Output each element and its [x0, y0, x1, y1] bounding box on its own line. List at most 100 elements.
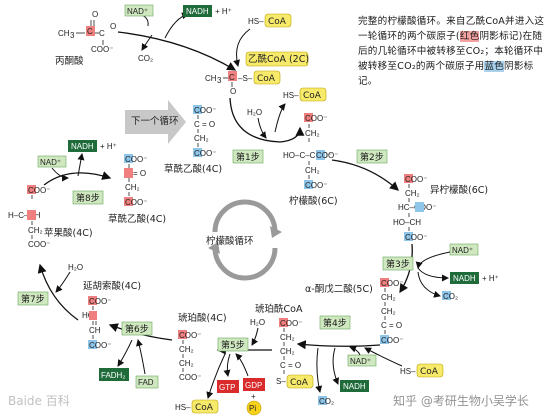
svg-text:第2步: 第2步	[360, 151, 384, 163]
svg-text:C = O: C = O	[194, 120, 215, 129]
svg-text:H₂O: H₂O	[250, 318, 265, 327]
svg-text:柠檬酸循环: 柠檬酸循环	[206, 235, 254, 247]
svg-text:HO–CH: HO–CH	[393, 218, 421, 227]
svg-text:乙酰CoA (2C): 乙酰CoA (2C)	[248, 53, 309, 65]
nad-top: NAD⁺	[124, 4, 154, 17]
svg-text:COO⁻: COO⁻	[89, 341, 111, 350]
oxaloacetate-left-structure: COO⁻ C = O CH₂ COO⁻ 草酰乙酸(4C)	[108, 154, 166, 225]
step-2-badge: 第2步	[356, 149, 388, 164]
svg-text:HO–C–COO⁻: HO–C–COO⁻	[283, 151, 332, 160]
svg-text:COO⁻: COO⁻	[89, 297, 111, 306]
svg-text:H–C–OH: H–C–OH	[8, 211, 41, 220]
red-shade-label: 红色	[459, 31, 480, 42]
svg-text:COO⁻: COO⁻	[381, 279, 403, 288]
citrate-structure: COO⁻ CH₂ HO–C–COO⁻ COO⁻ CH₂ COO⁻ 柠檬酸(6C)	[283, 113, 338, 207]
svg-text:HS–: HS–	[283, 91, 299, 100]
svg-text:琥珀酸(4C): 琥珀酸(4C)	[178, 312, 227, 324]
svg-text:H₂O: H₂O	[247, 108, 262, 117]
svg-text:+ H⁺: + H⁺	[215, 7, 232, 16]
step-3-badge: 第3步	[382, 256, 414, 271]
svg-text:CH: CH	[89, 326, 101, 335]
step-5-badge: 第5步	[217, 337, 249, 352]
svg-text:CH₂: CH₂	[405, 189, 420, 198]
svg-text:CH₂: CH₂	[381, 307, 396, 316]
svg-text:第1步: 第1步	[236, 151, 260, 163]
svg-text:–S–: –S–	[238, 74, 253, 83]
svg-text:CH: CH	[205, 74, 217, 83]
hs-coa-step1: HS– CoA	[283, 87, 327, 102]
svg-text:COO⁻: COO⁻	[305, 181, 327, 190]
svg-text:COO⁻: COO⁻	[305, 114, 327, 123]
isocitrate-structure: COO⁻ CH₂ HC–COO⁻ HO–CH COO⁻ 异柠檬酸(6C)	[393, 174, 488, 242]
succinate-structure: 琥珀酸(4C) COO⁻ CH₂ CH₂ COO⁻	[178, 312, 227, 382]
nad-step8: NAD⁺	[37, 155, 67, 168]
svg-text:琥珀酰CoA: 琥珀酰CoA	[255, 303, 303, 315]
svg-text:NADH: NADH	[186, 7, 209, 16]
svg-text:CH₂: CH₂	[280, 333, 295, 342]
svg-text:NAD⁺: NAD⁺	[452, 246, 473, 255]
co2-pyruvate: CO₂	[138, 54, 153, 63]
co2-step4: CO₂	[318, 396, 334, 406]
svg-text:+: +	[251, 392, 256, 401]
svg-text:草酰乙酸(4C): 草酰乙酸(4C)	[164, 163, 222, 175]
next-cycle-arrow: 下一个循环	[125, 100, 186, 144]
svg-text:FADH₂: FADH₂	[101, 371, 125, 380]
svg-text:+ H⁺: + H⁺	[482, 274, 499, 283]
svg-text:CH₂: CH₂	[179, 345, 194, 354]
gdp-badge: GDP + Pi	[243, 378, 265, 416]
gtp-badge: GTP	[217, 380, 239, 393]
svg-text:CH₂: CH₂	[179, 359, 194, 368]
svg-text:C: C	[99, 29, 105, 38]
blue-shade-label: 蓝色	[484, 61, 505, 72]
svg-text:O: O	[230, 87, 236, 96]
alpha-kg-label: α-酮戊二酸(5C)	[305, 283, 373, 295]
svg-text:延胡索酸(4C): 延胡索酸(4C)	[83, 280, 141, 292]
svg-text:COO⁻: COO⁻	[316, 151, 338, 160]
svg-text:第7步: 第7步	[21, 293, 45, 305]
svg-text:C: C	[229, 73, 235, 82]
description-text: 完整的柠檬酸循环。来自乙酰CoA并进入这一轮循环的两个碳原子(红色阴影标记)在随…	[358, 14, 548, 89]
svg-text:COO⁻: COO⁻	[280, 319, 302, 328]
fumarate-structure: 延胡索酸(4C) COO⁻ HC CH COO⁻	[82, 280, 141, 350]
svg-text:苹果酸(4C): 苹果酸(4C)	[44, 227, 93, 239]
nadh-top: NADH + H⁺	[183, 5, 232, 17]
svg-text:CH₂: CH₂	[305, 166, 320, 175]
svg-text:COO⁻: COO⁻	[405, 175, 427, 184]
nadh-step3: NADH + H⁺	[450, 272, 499, 284]
acetyl-coa-structure: 乙酰CoA (2C) CH 3 C –S– CoA O	[205, 51, 309, 96]
watermark-left: Baide 百科	[8, 394, 70, 408]
svg-text:HS–: HS–	[248, 17, 264, 26]
svg-text:第5步: 第5步	[221, 339, 245, 351]
svg-text:CoA: CoA	[303, 91, 322, 101]
svg-text:3: 3	[217, 76, 222, 85]
step-6-badge: 第6步	[121, 321, 153, 336]
svg-text:COO⁻: COO⁻	[125, 155, 147, 164]
description-part2: 阴影标记)在随后的几轮循环中被转移至CO₂；本轮循环中被转移至CO₂的两个碳原子…	[358, 31, 544, 72]
cycle-center-badge: 柠檬酸循环	[206, 199, 282, 281]
svg-text:CO₂: CO₂	[443, 292, 458, 301]
svg-text:O: O	[92, 10, 98, 19]
svg-text:3: 3	[70, 31, 75, 40]
svg-text:CO₂: CO₂	[319, 397, 334, 406]
svg-text:HC: HC	[82, 311, 94, 320]
step-8-badge: 第8步	[72, 190, 104, 205]
svg-text:COO⁻: COO⁻	[381, 336, 403, 345]
svg-text:HS–: HS–	[400, 367, 416, 376]
svg-text:CoA: CoA	[420, 367, 439, 377]
hs-coa-top: HS– CoA	[248, 13, 292, 28]
svg-text:HS–: HS–	[175, 403, 191, 412]
svg-text:C: C	[87, 27, 93, 36]
nadh-step4: NADH	[340, 380, 369, 392]
svg-text:GTP: GTP	[219, 383, 235, 392]
svg-text:FAD: FAD	[138, 378, 154, 387]
svg-text:第6步: 第6步	[125, 323, 149, 335]
succinyl-coa-structure: 琥珀酰CoA COO⁻ CH₂ CH₂ C = O S– CoA	[255, 303, 314, 389]
svg-text:CoA: CoA	[257, 74, 276, 84]
svg-text:CH₂: CH₂	[194, 134, 209, 143]
step-1-badge: 第1步	[232, 149, 264, 164]
svg-text:COO⁻: COO⁻	[194, 149, 216, 158]
svg-text:草酰乙酸(4C): 草酰乙酸(4C)	[108, 213, 166, 225]
description-part3: 阴影标记。	[358, 61, 534, 87]
